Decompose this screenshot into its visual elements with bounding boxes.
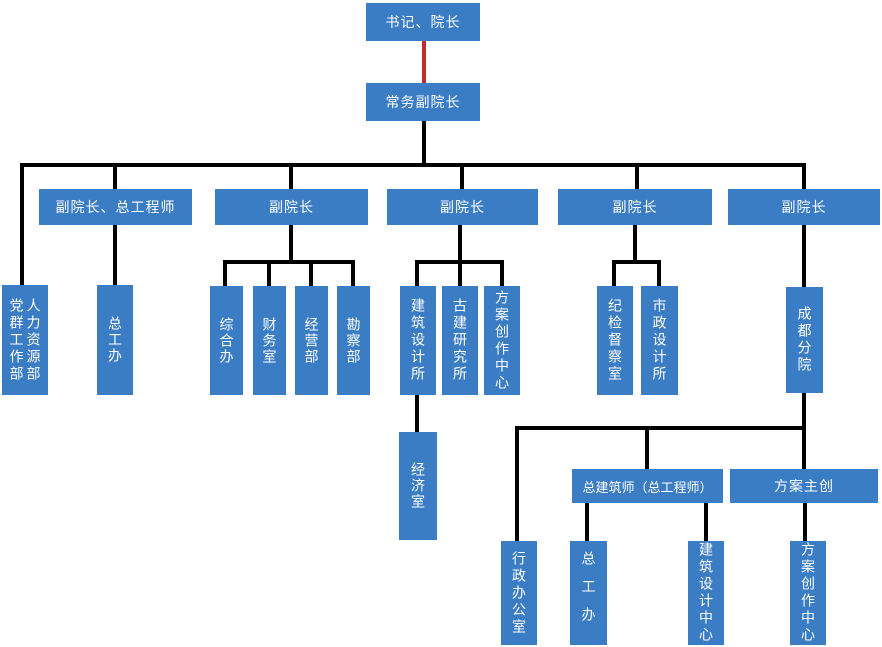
org-node-scheme-creation-center: 方案创作中心	[484, 286, 520, 395]
connector-line	[289, 222, 293, 264]
connector-line	[113, 163, 117, 193]
connector-president-execvp	[422, 41, 426, 83]
connector-line	[515, 426, 519, 543]
connector-line	[113, 222, 117, 288]
connector-line	[422, 121, 426, 167]
connector-line	[223, 260, 355, 264]
org-node-admin-office: 行政办公室	[501, 541, 537, 645]
connector-line	[612, 260, 616, 288]
org-node-party-mass-and-hr: 党群工作部 人力资源部	[2, 285, 48, 395]
connector-line	[645, 426, 649, 471]
connector-line	[657, 260, 661, 288]
org-node-branch-chief-engineer-office: 总工办	[570, 541, 607, 645]
org-node-architecture-design-center: 建筑设计中心	[688, 541, 724, 645]
connector-line	[289, 163, 293, 193]
connector-line	[515, 426, 806, 430]
connector-line	[635, 163, 639, 193]
connector-line	[351, 260, 355, 288]
org-node-exec-vp: 常务副院长	[366, 83, 480, 121]
connector-line	[612, 260, 661, 264]
connector-line	[223, 260, 227, 288]
org-node-vp-4: 副院长	[558, 189, 712, 225]
connector-line	[415, 393, 419, 434]
connector-line	[633, 222, 637, 264]
connector-line	[802, 426, 806, 471]
org-node-discipline-inspection-office: 纪检督察室	[597, 286, 633, 395]
org-node-hr-dept: 人力资源部	[25, 297, 42, 383]
org-node-chengdu-branch: 成都分院	[786, 287, 823, 393]
org-node-chief-architect: 总建筑师（总工程师）	[572, 469, 723, 503]
org-node-vp-3: 副院长	[387, 189, 538, 225]
org-node-survey-dept: 勘察部	[337, 286, 370, 395]
connector-line	[309, 260, 313, 288]
org-node-general-affairs-office: 综合办	[210, 286, 243, 395]
org-node-party-mass-dept: 党群工作部	[8, 297, 25, 383]
org-node-finance-office: 财务室	[253, 286, 286, 395]
org-node-economy-office: 经济室	[399, 432, 437, 540]
connector-line	[458, 222, 462, 288]
org-node-municipal-design-institute: 市政设计所	[641, 286, 678, 395]
org-node-ancient-architecture-institute: 古建研究所	[442, 286, 478, 395]
org-node-vp-chief-engineer: 副院长、总工程师	[39, 189, 192, 225]
connector-line	[802, 163, 806, 193]
org-node-scheme-lead: 方案主创	[730, 469, 878, 503]
org-node-president: 书记、院长	[366, 3, 480, 41]
connector-line	[460, 163, 464, 193]
org-node-vp-2: 副院长	[215, 189, 368, 225]
connector-line	[415, 260, 504, 264]
connector-line	[415, 260, 419, 288]
connector-line	[267, 260, 271, 288]
org-node-business-dept: 经营部	[295, 286, 328, 395]
connector-line	[20, 163, 24, 287]
org-node-branch-scheme-creation-center: 方案创作中心	[790, 541, 826, 645]
connector-line	[704, 501, 708, 543]
connector-line	[20, 163, 806, 167]
org-node-vp-5: 副院长	[728, 189, 880, 225]
connector-line	[803, 501, 807, 543]
connector-line	[585, 501, 589, 543]
org-node-chief-engineer-office: 总工办	[97, 285, 133, 395]
connector-line	[802, 222, 806, 289]
connector-line	[802, 391, 806, 430]
connector-line	[500, 260, 504, 288]
org-node-architecture-design-institute: 建筑设计所	[400, 286, 436, 395]
